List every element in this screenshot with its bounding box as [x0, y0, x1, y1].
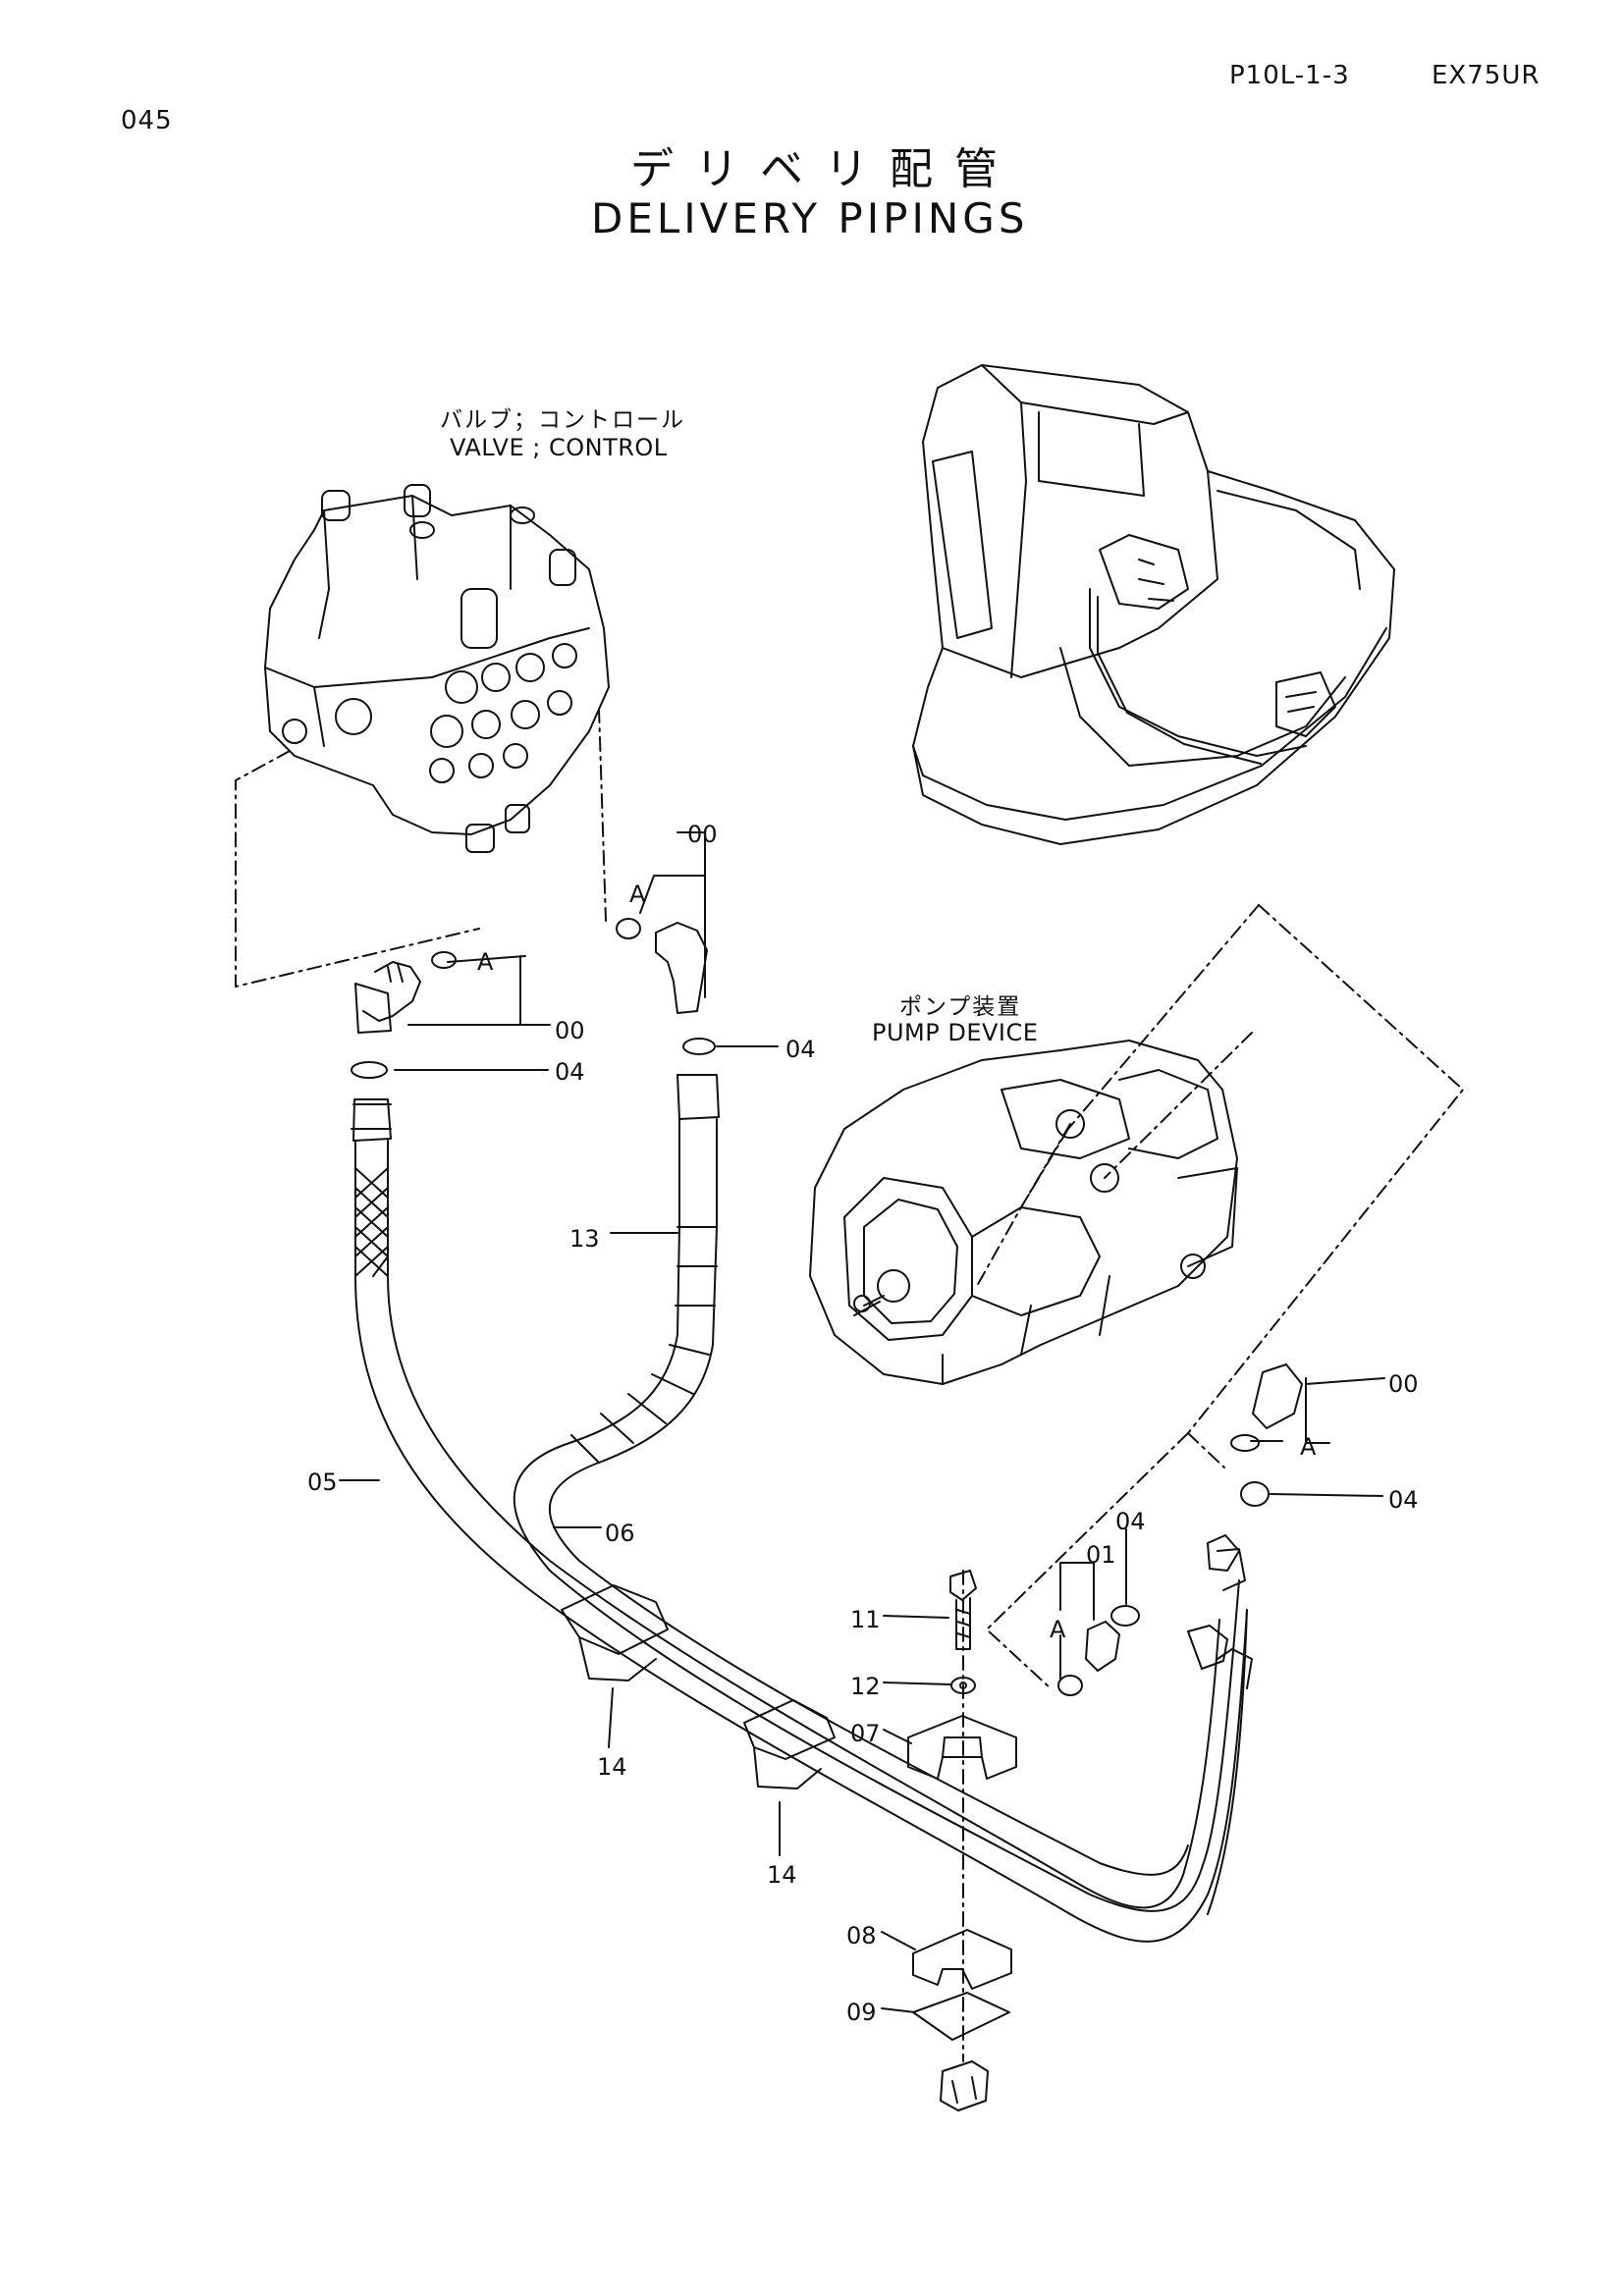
callout-06: 06: [605, 1520, 635, 1547]
model-name: EX75UR: [1432, 61, 1541, 90]
view-marker-a-bottom: A: [1050, 1616, 1066, 1643]
callout-04-lower: 04: [1115, 1508, 1146, 1535]
hose-05: [354, 1140, 1248, 1943]
fittings-center: [616, 918, 720, 1120]
page-number: 045: [121, 106, 173, 135]
callout-00-center: 00: [687, 821, 718, 848]
pump-view-frame: [976, 904, 1464, 1689]
fittings-right: [1057, 1363, 1303, 1696]
view-marker-a-center: A: [629, 881, 646, 908]
valve-label-japanese: バルブ；コントロール: [440, 407, 685, 433]
callout-07: 07: [850, 1720, 881, 1747]
clamp-assembly: [907, 1570, 1017, 2111]
view-marker-a-left: A: [477, 948, 494, 976]
callout-leaders: [339, 831, 1385, 2013]
callout-04-right: 04: [1388, 1486, 1419, 1514]
callout-01: 01: [1086, 1541, 1116, 1569]
callout-14-left: 14: [597, 1753, 627, 1781]
view-marker-a-right: A: [1300, 1433, 1317, 1461]
title-japanese: デリベリ配管: [630, 144, 1019, 194]
clamps-14: [561, 1584, 836, 1789]
callout-04-center: 04: [785, 1036, 816, 1063]
callout-11: 11: [850, 1606, 881, 1633]
title-english: DELIVERY PIPINGS: [591, 194, 1029, 242]
callout-04-left: 04: [555, 1058, 585, 1086]
callout-09: 09: [846, 1999, 877, 2026]
hose-06: [513, 1118, 1246, 1912]
pump-label-japanese: ポンプ装置: [899, 994, 1022, 1020]
valve-label-english: VALVE ; CONTROL: [450, 434, 668, 461]
hose-right-return: [1187, 1609, 1253, 1915]
pump-label-english: PUMP DEVICE: [872, 1019, 1039, 1046]
callout-05: 05: [307, 1468, 338, 1496]
upper-structure-illustration: [912, 364, 1395, 845]
fittings-left: [351, 951, 457, 1142]
pump-device-illustration: [809, 1040, 1238, 1385]
callout-13: 13: [569, 1225, 600, 1253]
callout-12: 12: [850, 1673, 881, 1700]
control-valve-illustration: [264, 484, 610, 853]
callout-08: 08: [846, 1922, 877, 1949]
valve-leader-lines: [235, 708, 607, 988]
callout-00-left: 00: [555, 1017, 585, 1044]
callout-00-right: 00: [1388, 1370, 1419, 1398]
page-code: P10L-1-3: [1229, 61, 1350, 90]
callout-14-right: 14: [767, 1861, 797, 1889]
